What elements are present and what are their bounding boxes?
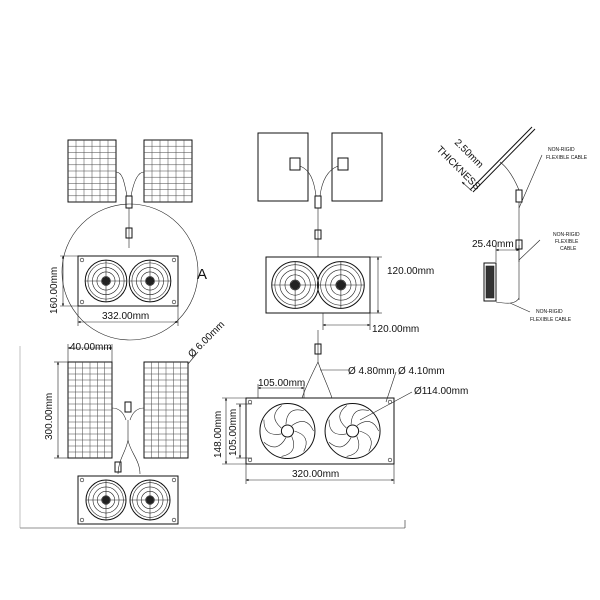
fan-icon [271,261,319,309]
dim-332: 332.00mm [102,311,149,322]
solar-panel-right [143,139,193,203]
dim-105-h: 105.00mm [228,409,239,456]
note-cable-3a: NON-RIGID [536,309,563,315]
note-cable-2b: FLEXIBLE [555,239,579,245]
dim-120-w: 120.00mm [372,324,419,335]
connector [515,189,523,203]
note-cable-2a: NON-RIGID [553,232,580,238]
view-top-center: 120.00mm 120.00mm [257,132,434,335]
connector [314,195,322,209]
fan-icon [259,403,316,459]
panel-back-right [331,132,383,202]
dim-160: 160.00mm [49,267,60,314]
mounting-hole [79,299,85,305]
junction-box-right [337,157,349,171]
connector [125,227,133,239]
mounting-hole [171,257,177,263]
note-cable-1b: FLEXIBLE CABLE [546,155,588,161]
detail-label-a: A [197,266,207,283]
fan-box-front [77,255,179,307]
fan-icon [128,259,172,303]
connector [314,229,322,240]
solar-panel-tall-right [143,361,189,459]
view-bottom-left: 40.00mm Ø 6.00mm 300.00mm [44,319,227,525]
mounting-hole [79,517,85,523]
cable-y-split [111,407,145,421]
junction-box-left [289,157,301,171]
view-top-left: A 160.00mm 332.00mm [49,139,207,341]
dim-148: 148.00mm [213,411,224,458]
dim-dia-410: Ø 4.10mm [398,366,445,377]
connector [314,343,322,355]
dim-320: 320.00mm [292,469,339,480]
mounting-hole [79,477,85,483]
dim-40: 40.00mm [70,342,112,353]
fan-box-side [483,262,497,302]
note-cable-2c: CABLE [560,246,577,252]
cable-side [499,161,520,191]
dim-105-w: 105.00mm [258,378,305,389]
dim-dia-480: Ø 4.80mm [348,366,395,377]
connector [114,461,122,473]
connector [125,195,133,209]
fan-icon [85,479,127,521]
dim-hole-6: Ø 6.00mm [186,319,227,360]
fan-box-front-small [77,475,179,525]
mounting-hole [79,257,85,263]
dim-dia-114: Ø114.00mm [414,386,468,397]
connector [124,401,132,413]
dim-25: 25.40mm [472,239,514,250]
mounting-hole [171,299,177,305]
view-top-right: 2.50mm THICKNESS NON-RIGID FLEXIBLE CABL… [434,126,588,323]
mounting-hole [387,457,393,463]
panel-back-left [257,132,309,202]
cable-y-split [115,171,145,197]
fan-icon [84,259,128,303]
dim-300: 300.00mm [44,393,55,440]
fan-icon [324,403,381,459]
note-cable-1a: NON-RIGID [548,147,575,153]
dim-120-h: 120.00mm [387,266,434,277]
mounting-hole [171,517,177,523]
solar-panel-left [67,139,117,203]
mounting-hole [171,477,177,483]
fan-icon [129,479,171,521]
note-cable-3b: FLEXIBLE CABLE [530,317,572,323]
fan-box-detail [245,397,395,465]
view-bottom-center: Ø 4.80mm 105.00mm Ø 4.10mm Ø114.00mm 148… [213,330,468,484]
fan-icon [317,261,365,309]
panel-edge [469,126,533,191]
cable-y-split [299,165,339,197]
solar-panel-tall-left [67,361,113,459]
fan-box-front-large [265,256,371,314]
